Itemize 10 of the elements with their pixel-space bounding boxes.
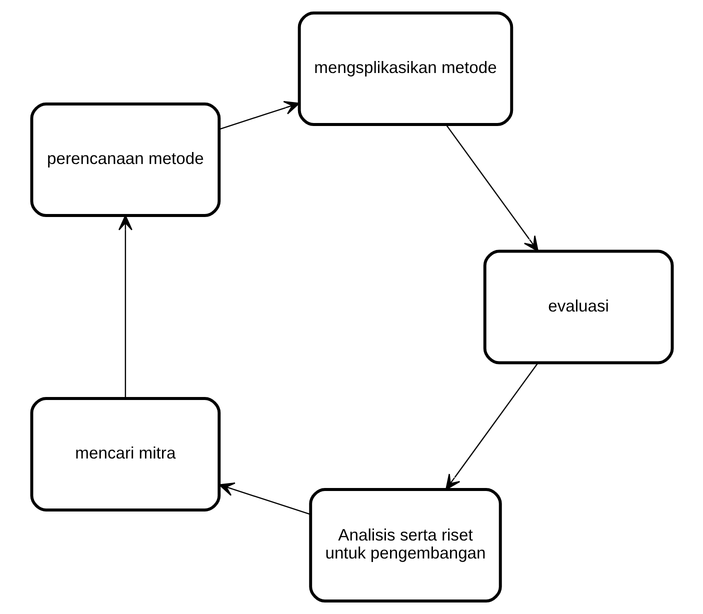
node-box: Analisis serta riset untuk pengembangan xyxy=(308,488,502,602)
node-box: perencanaan metode xyxy=(30,102,220,217)
arrow xyxy=(218,482,310,515)
arrow xyxy=(218,101,300,130)
arrow xyxy=(445,124,538,252)
arrow xyxy=(445,362,538,490)
node-box: mengsplikasikan metode xyxy=(297,12,513,126)
node-box: mencari mitra xyxy=(30,397,220,512)
node-box: evaluasi xyxy=(482,250,674,364)
arrow xyxy=(118,215,132,398)
